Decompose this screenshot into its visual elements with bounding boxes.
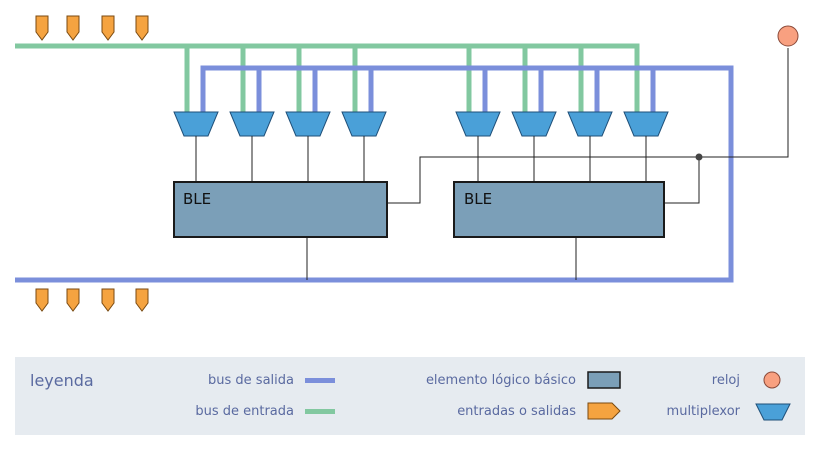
legend-label-input-bus: bus de entrada [195, 404, 294, 419]
legend-label-output-bus: bus de salida [208, 373, 294, 388]
io-pin-icon [35, 288, 49, 312]
signal-wires [195, 48, 789, 280]
mux-icon [455, 111, 501, 137]
mux-icon [285, 111, 331, 137]
output-bus [15, 65, 734, 283]
ble-label: BLE [183, 190, 211, 208]
legend-label-mux: multiplexor [667, 404, 741, 419]
io-pin-icon [101, 288, 115, 312]
top-io-pins [35, 15, 149, 41]
multiplexers [173, 111, 669, 137]
mux-icon [511, 111, 557, 137]
io-pin-icon [66, 15, 80, 41]
clock-icon [763, 371, 781, 389]
input-bus-swatch [305, 409, 335, 414]
legend-panel [15, 357, 805, 435]
clock-junction [695, 153, 703, 161]
mux-icon [173, 111, 219, 137]
ble-block-2: BLE [453, 181, 665, 238]
output-bus-swatch [305, 378, 335, 383]
io-pin-icon [66, 288, 80, 312]
ble-swatch [587, 371, 621, 389]
input-bus [15, 43, 640, 112]
mux-icon [229, 111, 275, 137]
io-pin-icon [135, 288, 149, 312]
legend: leyenda bus de salida bus de entrada ele… [15, 357, 805, 435]
mux-icon [341, 111, 387, 137]
legend-label-ble: elemento lógico básico [426, 373, 576, 388]
io-pin-icon [35, 15, 49, 41]
legend-label-clock: reloj [712, 373, 740, 388]
mux-icon [623, 111, 669, 137]
ble-label: BLE [464, 190, 492, 208]
legend-title: leyenda [30, 371, 94, 390]
mux-icon [567, 111, 613, 137]
legend-label-io: entradas o salidas [457, 404, 576, 419]
io-pin-icon [101, 15, 115, 41]
bottom-io-pins [35, 288, 149, 312]
clock-icon [777, 25, 799, 47]
mux-icon [755, 403, 791, 421]
io-pin-icon [135, 15, 149, 41]
ble-block-1: BLE [173, 181, 388, 238]
io-pin-icon [587, 402, 621, 420]
